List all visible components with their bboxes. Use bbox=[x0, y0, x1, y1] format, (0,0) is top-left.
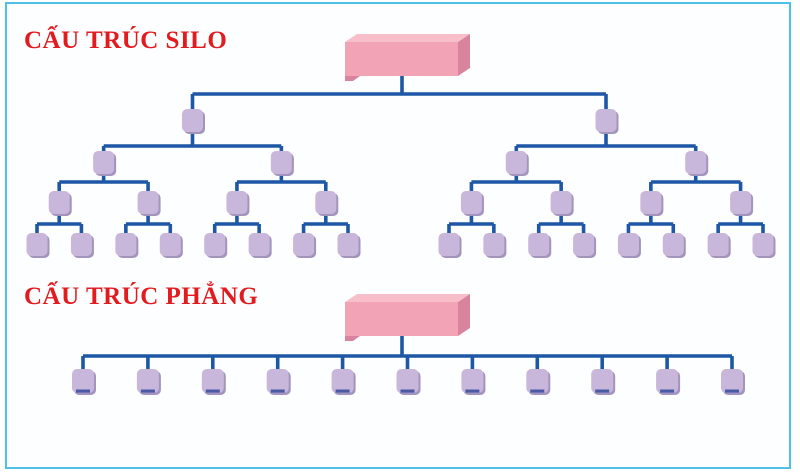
tree-node bbox=[617, 233, 639, 256]
root-slab-foot bbox=[345, 336, 360, 341]
tree-node bbox=[707, 233, 729, 256]
tree-node bbox=[721, 369, 743, 393]
tree-node bbox=[201, 369, 224, 393]
tree-node bbox=[505, 151, 527, 174]
tree-node bbox=[396, 369, 419, 393]
flat-tree bbox=[72, 294, 745, 395]
child-bottom-dash bbox=[595, 389, 610, 393]
tree-node bbox=[685, 151, 707, 174]
tree-node bbox=[26, 233, 48, 256]
child-bottom-dash bbox=[465, 389, 480, 393]
silo-tree bbox=[26, 34, 776, 258]
tree-node bbox=[331, 369, 354, 393]
silo-root-node bbox=[345, 34, 470, 81]
tree-node bbox=[48, 191, 70, 214]
flat-nodes bbox=[72, 369, 745, 395]
tree-node bbox=[337, 233, 359, 256]
child-bottom-dash bbox=[530, 389, 545, 393]
tree-node bbox=[270, 151, 292, 174]
child-bottom-dash bbox=[76, 389, 90, 393]
silo-structure-title: CẤU TRÚC SILO bbox=[24, 27, 228, 54]
child-bottom-dash bbox=[335, 389, 350, 393]
tree-node bbox=[438, 233, 460, 256]
tree-node bbox=[137, 191, 159, 214]
child-bottom-dash bbox=[725, 389, 739, 393]
tree-node bbox=[315, 191, 337, 214]
child-bottom-dash bbox=[660, 389, 675, 393]
tree-node bbox=[72, 369, 94, 393]
tree-node bbox=[266, 369, 289, 393]
silo-nodes bbox=[26, 109, 776, 258]
tree-node bbox=[550, 191, 572, 214]
tree-node bbox=[640, 191, 662, 214]
tree-node bbox=[461, 369, 484, 393]
flat-root-node bbox=[345, 294, 470, 341]
tree-node bbox=[226, 191, 248, 214]
tree-node bbox=[662, 233, 684, 256]
tree-node bbox=[159, 233, 181, 256]
tree-node bbox=[730, 191, 752, 214]
root-slab-side-face bbox=[458, 294, 470, 336]
root-slab-top-face bbox=[345, 294, 470, 302]
tree-node bbox=[204, 233, 226, 256]
tree-node bbox=[115, 233, 137, 256]
tree-node bbox=[460, 191, 482, 214]
tree-node bbox=[752, 233, 774, 256]
tree-node bbox=[656, 369, 679, 393]
child-bottom-dash bbox=[205, 389, 220, 393]
flat-structure-title: CẤU TRÚC PHẲNG bbox=[24, 283, 259, 310]
tree-node bbox=[591, 369, 614, 393]
root-slab-side-face bbox=[458, 34, 470, 76]
root-slab-top-face bbox=[345, 34, 470, 42]
child-bottom-dash bbox=[400, 389, 415, 393]
tree-node bbox=[483, 233, 505, 256]
child-bottom-dash bbox=[140, 389, 155, 393]
root-slab-front-face bbox=[345, 42, 458, 76]
root-slab-front-face bbox=[345, 302, 458, 336]
tree-node bbox=[526, 369, 549, 393]
tree-node bbox=[248, 233, 270, 256]
root-slab-foot bbox=[345, 76, 360, 81]
child-bottom-dash bbox=[270, 389, 285, 393]
tree-node bbox=[136, 369, 159, 393]
tree-node bbox=[528, 233, 550, 256]
tree-node bbox=[595, 109, 617, 132]
tree-node bbox=[573, 233, 595, 256]
tree-node bbox=[93, 151, 115, 174]
flat-connectors bbox=[81, 332, 734, 372]
tree-node bbox=[293, 233, 315, 256]
tree-node bbox=[182, 109, 203, 132]
tree-node bbox=[70, 233, 92, 256]
